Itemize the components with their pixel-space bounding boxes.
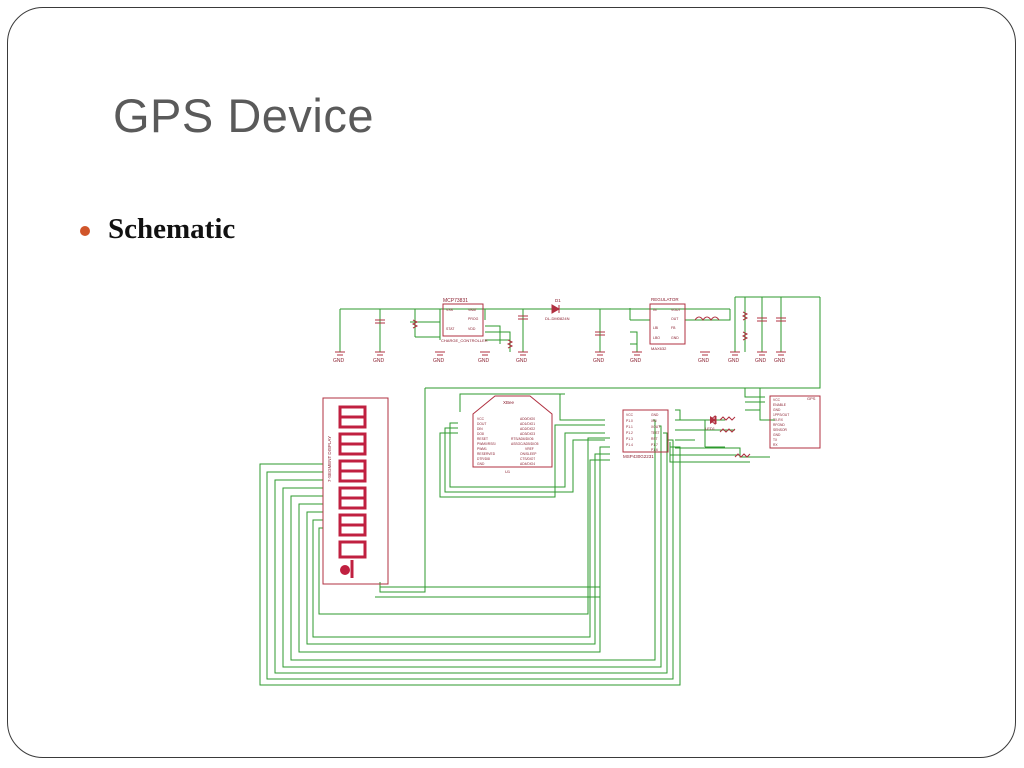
gnd-label: GND (516, 358, 528, 364)
regulator-name: REGULATOR (651, 297, 679, 302)
gps-name: GPS (807, 396, 816, 401)
ground-labels: GND GND GND GND GND GND GND GND GND GND … (333, 358, 786, 364)
gnd-label: GND (333, 358, 345, 364)
xbee-pin: DO8 (477, 432, 484, 436)
charger-pin: VDD (468, 327, 476, 331)
bullet-dot (80, 225, 90, 236)
regulator-pin: OUT (671, 317, 679, 321)
gps-pin: TX (773, 438, 778, 442)
charger-pin: VBAT (468, 308, 478, 312)
xbee-pin: VCC (477, 417, 485, 421)
charger-name: MCP73831 (443, 298, 468, 304)
gps-pin: TX-RX (773, 418, 784, 422)
mcu-pin: P1.2 (626, 431, 633, 435)
mcu-pin: GND (651, 413, 659, 417)
diode-name: D1 (555, 298, 561, 303)
xbee-pin: ASSOC/AD5/DIO5 (511, 442, 539, 446)
gps-pin: GND (773, 433, 781, 437)
xbee-pin: RESET (477, 437, 488, 441)
xbee-pin: DTR/DI8 (477, 457, 490, 461)
gnd-label: GND (630, 358, 642, 364)
gps-pin: RX (773, 443, 778, 447)
wires (259, 296, 821, 686)
diode-value: DL-DM0824N (545, 316, 570, 321)
regulator-pin: VOUT (671, 308, 682, 312)
mcu-pin: P1.7 (651, 443, 658, 447)
xbee-pin: AD3/DIO3 (520, 432, 535, 436)
xbee-pin: PWM0/RSSI (477, 442, 496, 446)
gnd-label: GND (774, 358, 786, 364)
xbee-pin: CTS/DIO7 (520, 457, 535, 461)
xbee-pin: ON/SLEEP (520, 452, 537, 456)
xbee-pin: RTS/AD6/DIO6 (511, 437, 534, 441)
gps-pin: RFGND (773, 423, 785, 427)
mcu-pin: P1.6 (651, 448, 658, 452)
diode-d1: D1 DL-DM0824N (545, 298, 570, 321)
passive-components (375, 311, 786, 458)
seven-segment-display: 7-SEGMENT DISPLAY (322, 397, 389, 585)
charger-value: CHARGE_CONTROLLER (441, 338, 488, 343)
charger-pin: STAT (446, 327, 455, 331)
xbee-pin: GND (477, 462, 485, 466)
xbee-pin: PWM1 (477, 447, 487, 451)
mcu-pin: XOUT (651, 425, 660, 429)
gps-pin: VCC (773, 398, 781, 402)
regulator-value: MAX632 (651, 346, 667, 351)
xbee-pin: DOUT (477, 422, 486, 426)
mcu-pin: XIN (651, 419, 657, 423)
xbee-pin: DIN (477, 427, 483, 431)
xbee-pin: AD0/DIO0 (520, 417, 535, 421)
mcu-pin: P1.1 (626, 425, 633, 429)
gps-module: GPS VCC ENABLE GND 1PPS/OUT TX-RX RFGND … (769, 395, 821, 449)
mcu-chip: MSP430G2231 VCC P1.0 P1.1 P1.2 P1.3 P1.4… (622, 409, 669, 459)
charger-pin: VSS (446, 308, 454, 312)
gnd-label: GND (755, 358, 767, 364)
xbee-module: XBee U1 VCC DOUT DIN DO8 RESET PWM0/RSSI… (472, 395, 553, 474)
led-name: LED1 (705, 426, 716, 431)
ground-symbols (335, 351, 786, 356)
regulator-pin: LBI (653, 326, 658, 330)
mcu-pin: P1.3 (626, 437, 633, 441)
regulator-pin: GND (671, 336, 679, 340)
gnd-label: GND (698, 358, 710, 364)
gnd-label: GND (728, 358, 740, 364)
xbee-name: XBee (503, 400, 515, 405)
charger-pin: PROG (468, 317, 479, 321)
mcu-name: MSP430G2231 (623, 454, 654, 459)
slide-frame (7, 7, 1016, 758)
display-name: 7-SEGMENT DISPLAY (327, 436, 332, 482)
gnd-label: GND (433, 358, 445, 364)
xbee-pin: AD1/DIO1 (520, 422, 535, 426)
bullet-text: Schematic (108, 213, 236, 245)
gps-pin: 1PPS/OUT (773, 413, 789, 417)
regulator-pin: FB (671, 326, 676, 330)
mcu-pin: TEST (651, 431, 659, 435)
bullet-item: Schematic (80, 213, 235, 246)
gps-pin: SENSOR (773, 428, 788, 432)
gnd-label: GND (373, 358, 385, 364)
regulator-pin: IN (653, 308, 657, 312)
xbee-pin: AD2/DIO2 (520, 427, 535, 431)
gps-pin: ENABLE (773, 403, 787, 407)
mcu-pin: P1.0 (626, 419, 633, 423)
gnd-label: GND (593, 358, 605, 364)
regulator-chip: REGULATOR MAX632 IN LBI LBO VOUT OUT FB … (649, 297, 686, 351)
mcu-pin: P1.4 (626, 443, 633, 447)
gnd-label: GND (478, 358, 490, 364)
charge-controller-chip: MCP73831 CHARGE_CONTROLLER VSS STAT VBAT… (441, 298, 488, 343)
xbee-pin: RESERVED (477, 452, 496, 456)
xbee-pin: VREF (525, 447, 534, 451)
gps-pin: GND (773, 408, 781, 412)
slide-title: GPS Device (113, 89, 374, 142)
xbee-pin: AD4/DIO4 (520, 462, 535, 466)
schematic-diagram: GND GND GND GND GND GND GND GND GND GND … (255, 292, 830, 689)
regulator-pin: LBO (653, 336, 660, 340)
led-d1: LED1 (705, 416, 716, 431)
mcu-pin: VCC (626, 413, 634, 417)
xbee-value: U1 (505, 469, 511, 474)
mcu-pin: RST (651, 437, 658, 441)
